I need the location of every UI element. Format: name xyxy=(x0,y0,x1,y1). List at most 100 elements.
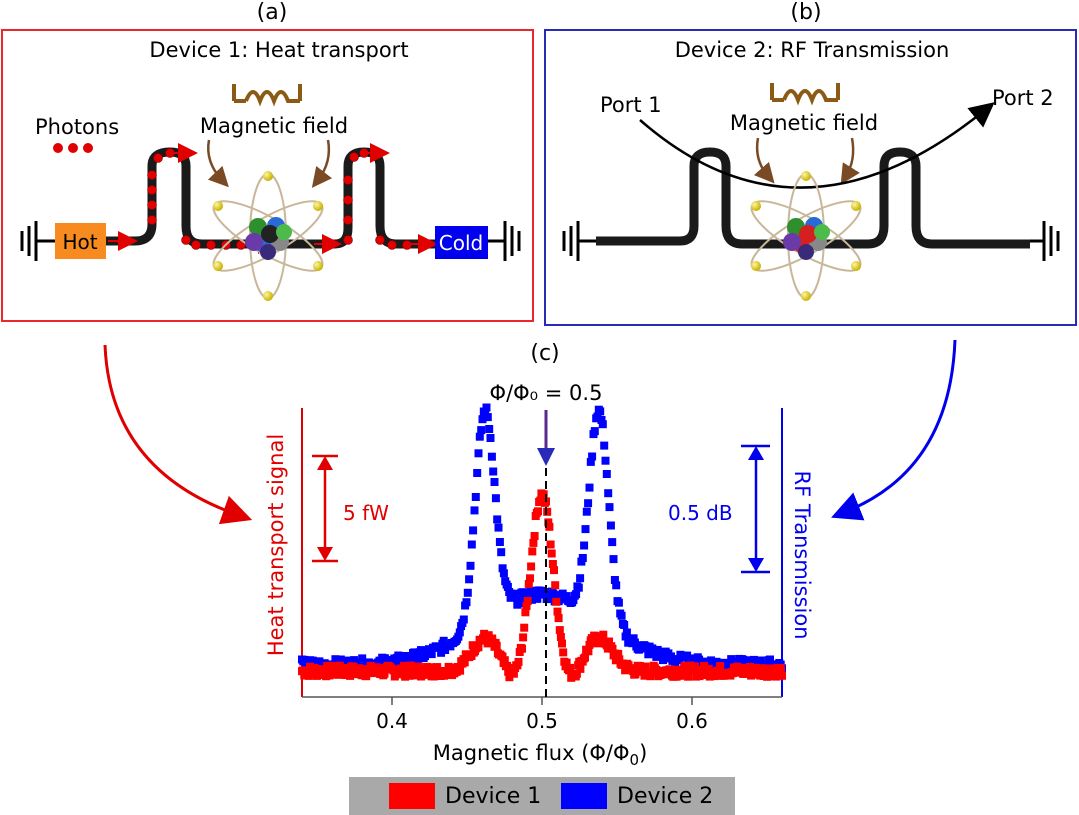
data-point xyxy=(766,655,774,664)
data-point xyxy=(474,449,483,458)
data-point xyxy=(581,653,589,662)
panel-a-frame xyxy=(1,29,534,322)
data-point xyxy=(617,611,626,620)
data-point xyxy=(400,661,408,670)
data-point xyxy=(327,661,336,670)
data-point xyxy=(522,602,531,610)
data-point xyxy=(478,415,487,424)
port1-label: Port 1 xyxy=(600,93,662,117)
data-point xyxy=(524,579,533,588)
port2-label: Port 2 xyxy=(992,86,1054,110)
data-point xyxy=(300,655,309,664)
data-point xyxy=(362,672,371,681)
field-arrow-b-left xyxy=(753,137,775,184)
data-point xyxy=(444,662,453,671)
ground-icon-left-a xyxy=(20,221,56,261)
data-point xyxy=(543,507,552,516)
data-point xyxy=(684,672,693,681)
data-point xyxy=(530,587,539,596)
data-point xyxy=(546,540,555,549)
data-point xyxy=(489,467,498,476)
data-point xyxy=(590,427,599,436)
data-point xyxy=(534,507,542,516)
data-point xyxy=(529,538,538,547)
data-point xyxy=(343,656,352,665)
legend-entry-device-1: Device 1 xyxy=(389,777,541,815)
data-point xyxy=(582,507,591,516)
data-point xyxy=(620,621,629,629)
data-point xyxy=(599,630,608,639)
data-point xyxy=(527,562,536,571)
data-point xyxy=(514,657,523,666)
data-point xyxy=(615,655,624,664)
data-point xyxy=(608,644,617,653)
field-arrow-b-right xyxy=(840,137,860,185)
data-point xyxy=(580,541,589,550)
data-point xyxy=(604,489,613,498)
data-point xyxy=(488,634,497,643)
data-point xyxy=(418,671,427,679)
legend-entry-device-2: Device 2 xyxy=(561,777,713,815)
data-point xyxy=(569,596,578,605)
data-point xyxy=(609,555,618,564)
data-point xyxy=(358,654,367,663)
transmission-arrow xyxy=(639,102,995,189)
ground-icon-left-b xyxy=(562,221,596,261)
data-point xyxy=(572,669,581,678)
ground-icon-right-a xyxy=(488,221,521,261)
coil-icon-a xyxy=(232,84,302,107)
data-point xyxy=(351,658,360,667)
data-point xyxy=(474,643,483,652)
data-point xyxy=(427,650,436,659)
data-point xyxy=(477,426,486,435)
data-point xyxy=(498,564,507,573)
data-point xyxy=(366,661,375,670)
panel-a-letter: (a) xyxy=(257,0,288,25)
data-point xyxy=(576,574,585,583)
data-point xyxy=(462,598,471,607)
data-point xyxy=(455,628,464,637)
hot-reservoir xyxy=(55,223,106,259)
data-point xyxy=(629,634,638,643)
hot-label: Hot xyxy=(62,230,97,254)
data-point xyxy=(425,663,434,672)
data-point xyxy=(585,483,594,492)
data-point xyxy=(470,506,479,515)
field-arrow-a-left xyxy=(207,139,229,188)
data-point xyxy=(491,494,500,503)
data-point xyxy=(410,648,419,657)
data-point xyxy=(483,413,492,422)
data-point xyxy=(471,493,480,501)
data-point xyxy=(414,654,423,663)
data-point xyxy=(584,499,593,508)
scale-left-label: 5 fW xyxy=(343,501,389,525)
legend-label-device-2: Device 2 xyxy=(617,783,714,809)
data-point xyxy=(463,588,472,597)
data-point xyxy=(519,633,528,642)
data-point xyxy=(487,452,496,461)
data-point xyxy=(597,416,606,424)
panel-b-letter: (b) xyxy=(790,0,821,25)
series-device-1 xyxy=(298,489,786,682)
data-point xyxy=(598,420,607,429)
data-point xyxy=(526,574,534,583)
data-point xyxy=(528,547,537,556)
data-point xyxy=(614,598,623,607)
data-point xyxy=(342,664,351,672)
legend-label-device-1: Device 1 xyxy=(445,783,542,809)
data-point xyxy=(473,469,482,477)
data-point xyxy=(499,569,508,578)
data-point xyxy=(614,649,623,658)
right-axis-label: RF Transmission xyxy=(790,470,814,639)
scale-bar-left xyxy=(312,454,338,563)
data-point xyxy=(776,664,785,673)
x-tick-label: 0.4 xyxy=(376,709,408,733)
data-point xyxy=(556,633,565,641)
data-point xyxy=(749,655,758,664)
x-tick-label: 0.6 xyxy=(676,709,708,733)
data-point xyxy=(544,518,553,527)
data-point xyxy=(552,597,561,606)
data-point xyxy=(641,662,650,671)
panel-b-frame xyxy=(544,29,1077,326)
scale-right-label: 0.5 dB xyxy=(668,501,733,525)
